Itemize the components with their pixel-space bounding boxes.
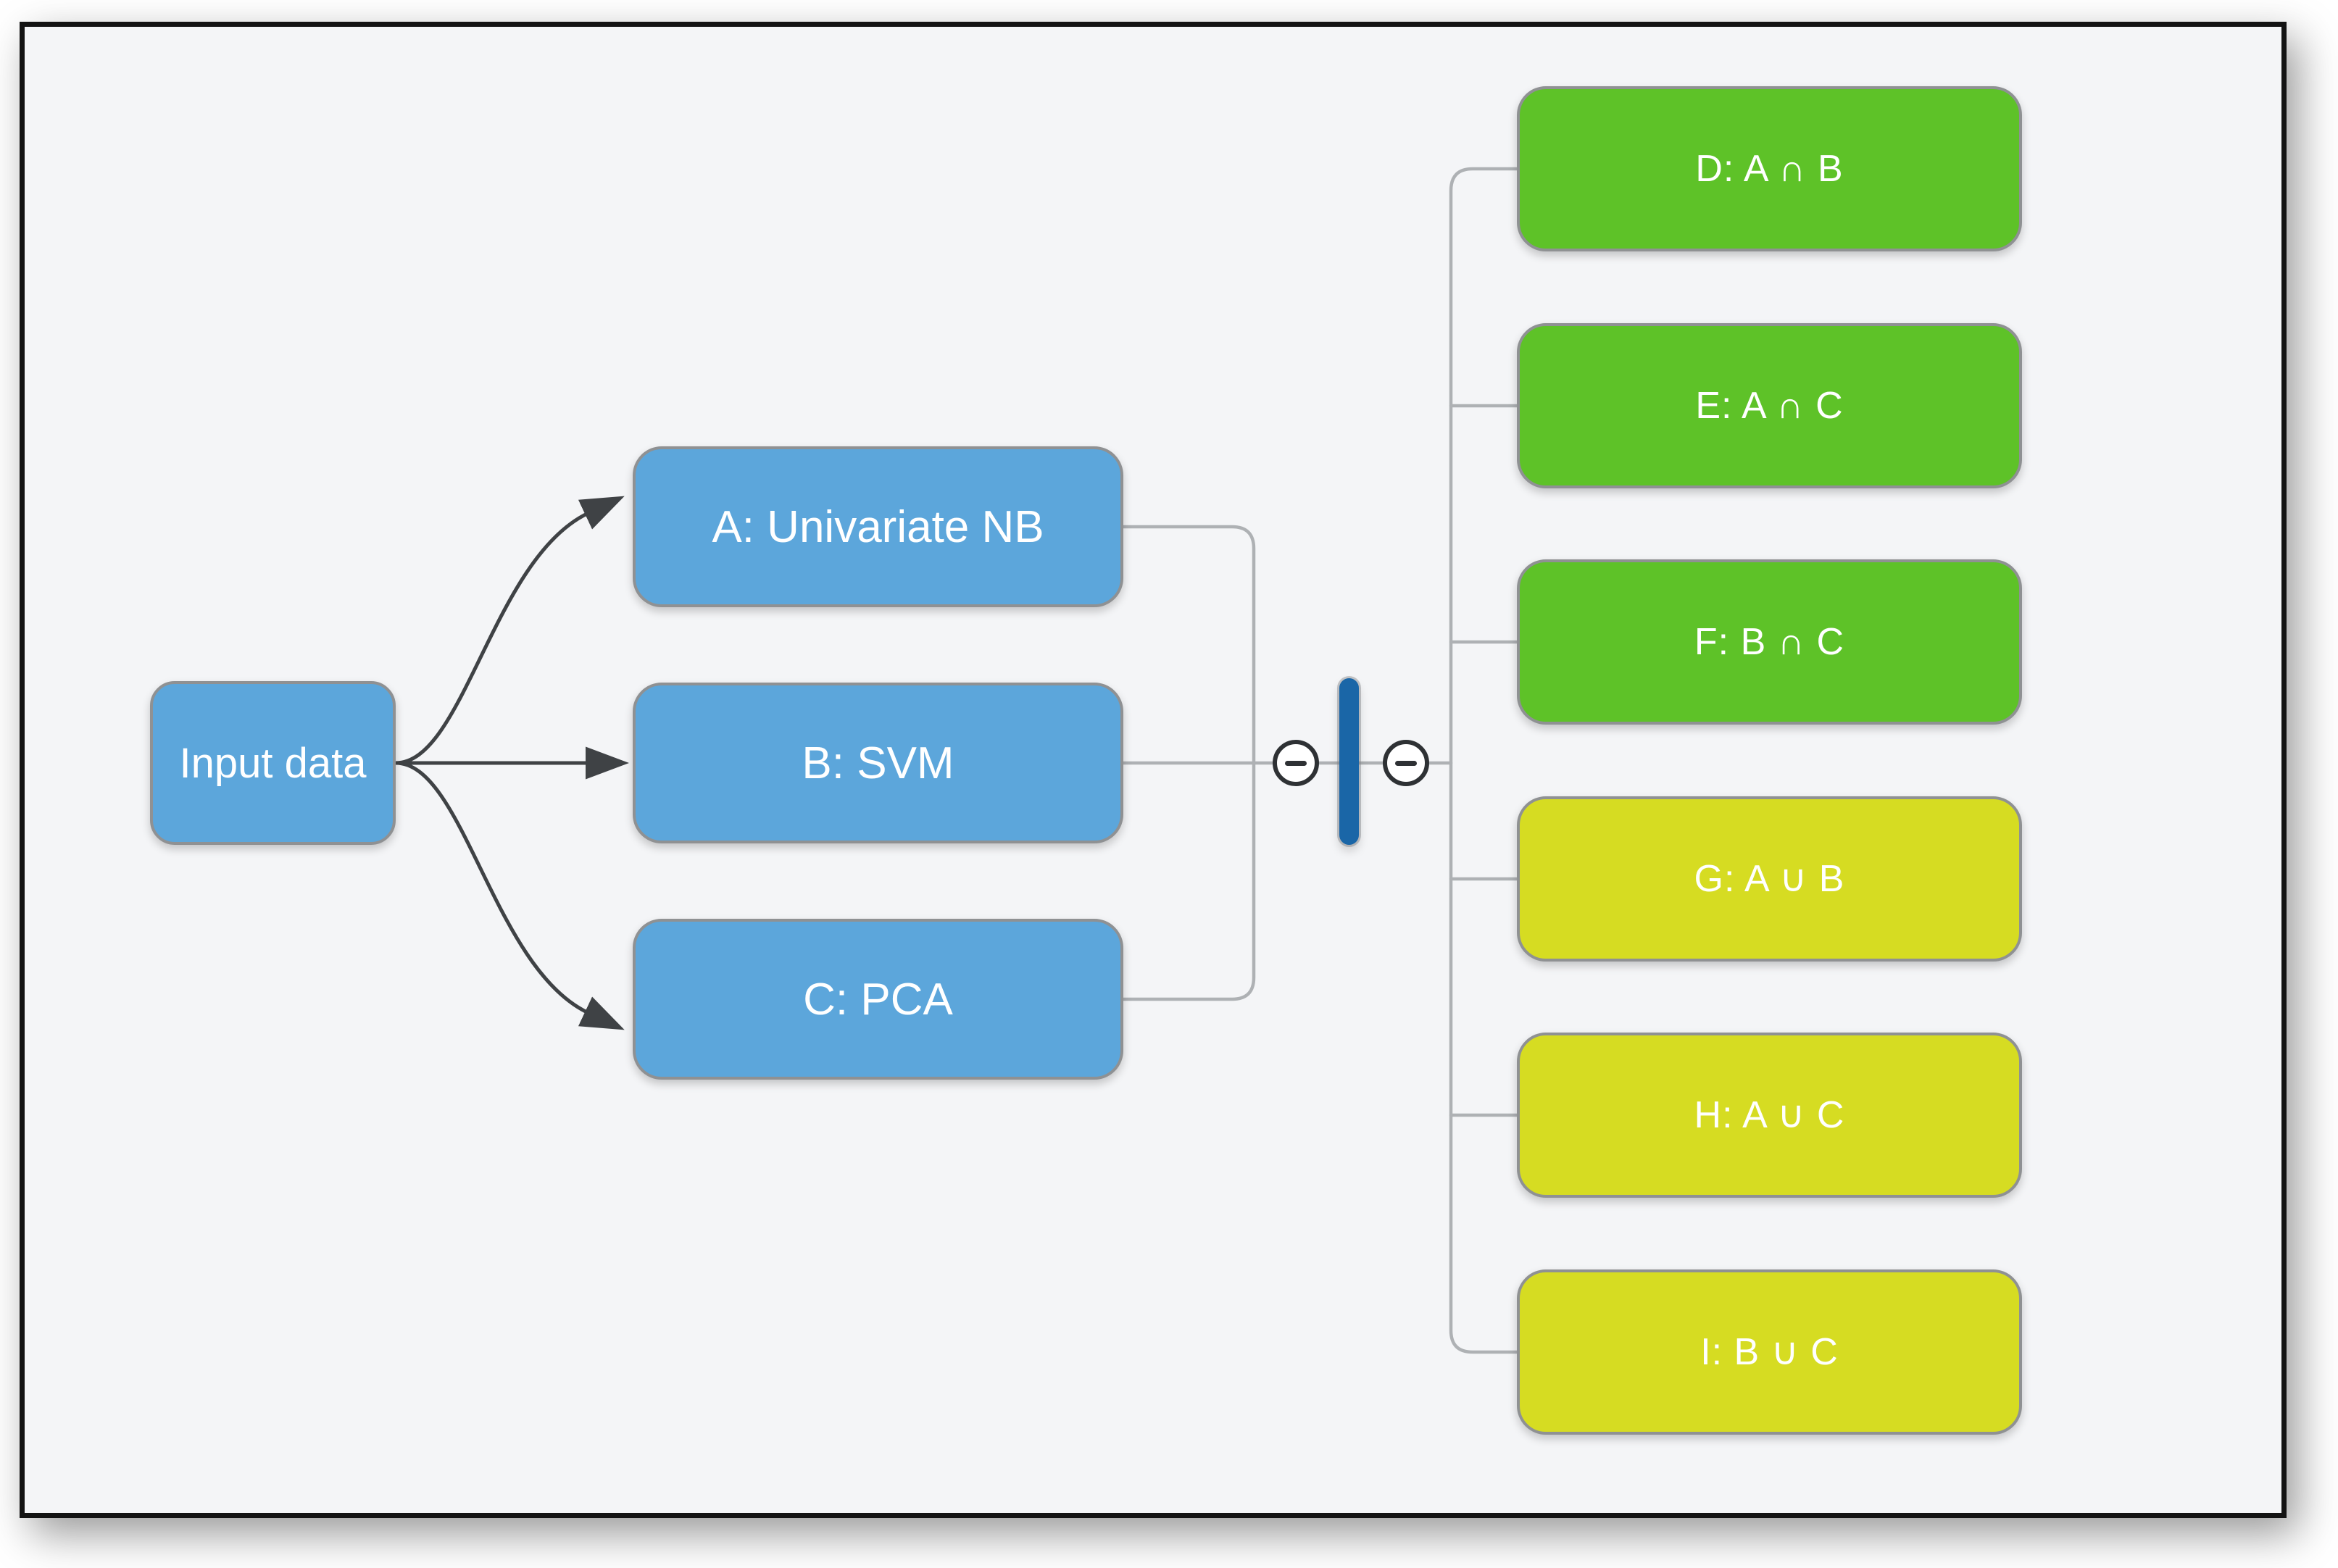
node-d-a-intersect-b[interactable]: D: A ∩ B <box>1517 86 2022 251</box>
node-c-pca[interactable]: C: PCA <box>633 919 1123 1080</box>
circle-minus-icon-right[interactable] <box>1383 740 1429 786</box>
edge-input-to-a <box>395 496 625 765</box>
node-g-a-union-b[interactable]: G: A ∪ B <box>1517 796 2022 962</box>
node-a-univariate-nb[interactable]: A: Univariate NB <box>633 446 1123 607</box>
divider-bar[interactable] <box>1339 678 1359 845</box>
diagram-frame <box>20 22 2287 1518</box>
node-b-svm[interactable]: B: SVM <box>633 683 1123 843</box>
node-input-data[interactable]: Input data <box>150 681 396 845</box>
circle-minus-icon-left[interactable] <box>1273 740 1319 786</box>
node-h-a-union-c[interactable]: H: A ∪ C <box>1517 1033 2022 1198</box>
node-f-b-intersect-c[interactable]: F: B ∩ C <box>1517 559 2022 725</box>
node-e-a-intersect-c[interactable]: E: A ∩ C <box>1517 323 2022 488</box>
bus-right-results <box>1449 167 1519 1354</box>
node-i-b-union-c[interactable]: I: B ∪ C <box>1517 1269 2022 1435</box>
edge-input-to-c <box>395 761 625 1030</box>
